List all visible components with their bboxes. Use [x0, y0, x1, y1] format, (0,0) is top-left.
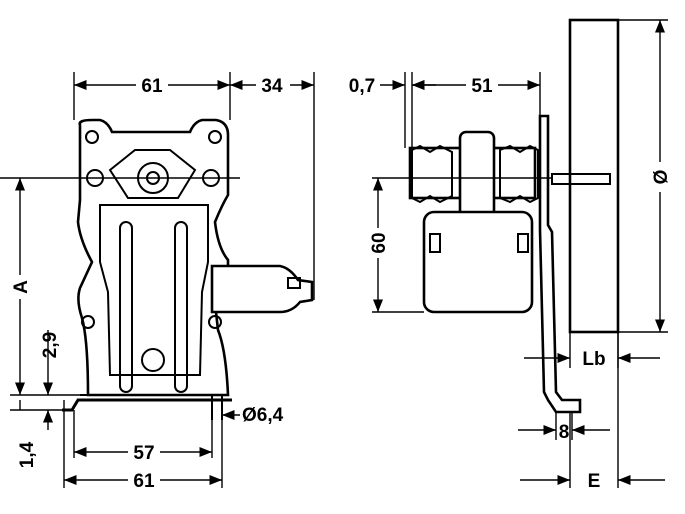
side-view	[408, 18, 620, 414]
front-dimensions: 61 34 A 2,9 1,4 57 61 Ø6,4	[0, 72, 315, 492]
side-dimensions: 0,7 51 60 Ø Lb 8 E	[349, 19, 672, 492]
dim-57: 57	[133, 443, 154, 464]
side-terminal-left	[429, 233, 441, 253]
dim-A: A	[11, 280, 32, 294]
front-slot-left	[119, 221, 133, 393]
dim-61-bottom: 61	[133, 471, 155, 492]
front-hole-low-right	[208, 315, 222, 329]
dim-E: E	[588, 471, 601, 492]
front-hex-boss	[108, 149, 197, 199]
side-terminal-right	[517, 233, 529, 253]
front-inner-plate	[99, 204, 209, 376]
dim-51: 51	[471, 76, 493, 97]
dim-2-9: 2,9	[40, 332, 61, 358]
front-bracket-outline	[76, 118, 230, 397]
dim-1-4: 1,4	[17, 441, 38, 468]
front-hole-top-left	[85, 130, 99, 144]
dim-34: 34	[261, 76, 283, 97]
dim-61-top: 61	[141, 76, 163, 97]
front-slot-right	[174, 221, 188, 393]
front-hole-top-right	[208, 130, 222, 144]
dim-60: 60	[369, 232, 390, 253]
front-view	[62, 118, 314, 420]
side-coil	[422, 210, 534, 314]
dim-0-7: 0,7	[349, 76, 375, 97]
dim-diameter: Ø	[651, 170, 672, 185]
side-mounting-plate	[538, 114, 582, 414]
front-slot-round	[141, 348, 165, 372]
dim-Lb: Lb	[582, 349, 605, 370]
dim-hole-diameter: Ø6,4	[242, 405, 284, 426]
dim-8: 8	[559, 422, 570, 443]
front-hole-low-left	[81, 315, 95, 329]
side-gear-right	[499, 144, 539, 204]
front-base-foot	[62, 398, 232, 412]
side-shaft	[551, 173, 611, 185]
front-connector-tab	[287, 277, 301, 289]
side-gear-left	[411, 144, 453, 204]
